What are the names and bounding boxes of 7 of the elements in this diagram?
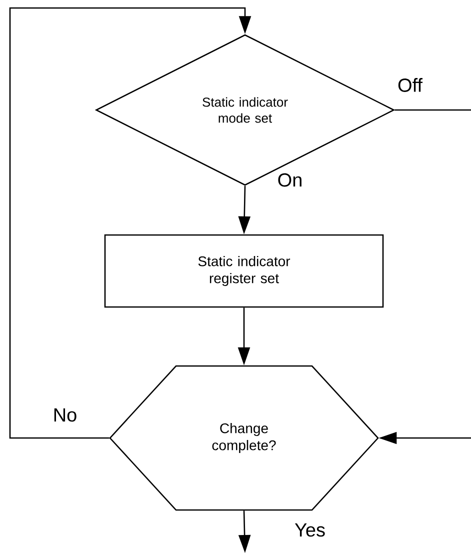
- edge-label: Yes: [294, 522, 326, 538]
- process-box: Static indicator register set: [104, 234, 384, 308]
- hexagon-decision: Change complete?: [109, 365, 379, 511]
- edge-label: No: [52, 407, 78, 423]
- edge-label: Off: [396, 77, 424, 93]
- edge-label: On: [276, 172, 304, 188]
- arrow: [9, 7, 252, 439]
